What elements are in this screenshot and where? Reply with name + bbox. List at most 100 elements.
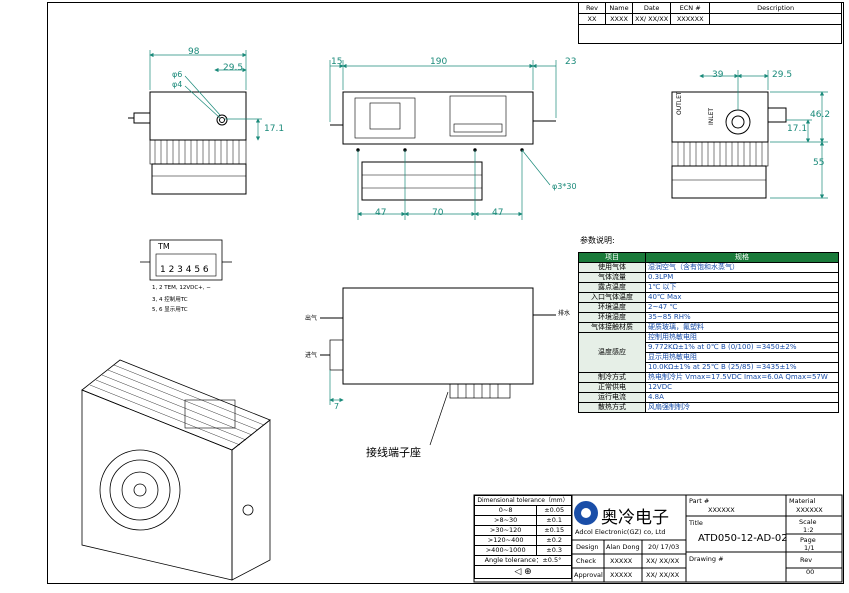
dim-hole-right: 47: [492, 208, 504, 218]
dim-bottom-height: 7: [334, 402, 340, 411]
spec-row-label: 正常供电: [578, 382, 646, 393]
approval-date: XX/ XX/XX: [646, 571, 680, 579]
bottom-view: [320, 287, 556, 446]
spec-row-label: 入口气体温度: [578, 292, 646, 303]
left-view-body: [149, 91, 247, 141]
spec-row-label: 露点温度: [578, 282, 646, 293]
front-view-dimensions: [329, 60, 557, 220]
dim-front-left-ext: 15: [331, 57, 343, 67]
spec-temp-row: 10.0KΩ±1% at 25℃ B (25/85) =3435±1%: [645, 362, 839, 373]
spec-row-label: 环境湿度: [578, 312, 646, 323]
terminal-note-2: 3, 4 控制用TC: [152, 297, 188, 303]
spec-row-label: 使用气体: [578, 262, 646, 273]
isometric-fins: [89, 364, 265, 446]
design-label: Design: [576, 543, 599, 551]
tolerance-value: ±0.3: [536, 545, 572, 556]
spec-row-label: 气体流量: [578, 272, 646, 283]
spec-temp-label: 温度感应: [578, 332, 646, 373]
company-name-cn: 奥冷电子: [601, 508, 669, 528]
dim-front-right-ext: 23: [565, 57, 577, 67]
front-view: [330, 91, 556, 201]
tolerance-value: ±0.2: [536, 535, 572, 546]
dim-left-offset: 29.5: [223, 63, 244, 73]
isometric-view: [81, 359, 271, 581]
approval-label: Approval: [574, 571, 603, 579]
dim-right-h-top: 46.2: [810, 110, 831, 120]
dim-hole-small: φ4: [172, 80, 183, 89]
material-label: Material: [789, 497, 816, 505]
dim-right-a: 39: [712, 70, 724, 80]
spec-header-value: 规格: [645, 252, 839, 263]
check-date: XX/ XX/XX: [646, 557, 680, 565]
spec-row-value: 2~47 ℃: [645, 302, 839, 313]
right-view-dimensions: [699, 70, 828, 199]
terminal-detail: [140, 239, 232, 281]
dim-left-height: 17.1: [264, 124, 285, 134]
spec-row-value: 湿润空气（含有饱和水蒸气）: [645, 262, 839, 273]
right-side-view: [671, 91, 787, 199]
terminal-note-1: 1, 2 TEM, 12VDC+, −: [152, 285, 211, 291]
material-value: XXXXXX: [796, 506, 823, 514]
inlet-label: INLET: [708, 107, 715, 125]
spec-row-value: 35~85 RH%: [645, 312, 839, 323]
angle-tolerance: Angle tolerance：±0.5°: [474, 555, 572, 566]
spec-caption: 参数说明:: [580, 236, 615, 245]
spec-row-label: 运行电流: [578, 392, 646, 403]
tolerance-range: >30~120: [473, 525, 538, 536]
page-label: Page: [800, 536, 816, 544]
left-side-view: [128, 91, 247, 195]
spec-row-value: 硬质玻璃，氟塑料: [645, 322, 839, 333]
rev-label: Rev: [800, 556, 813, 564]
spec-row-value: 风扇强制制冷: [645, 402, 839, 413]
spec-row-value: 热电制冷片 Vmax=17.5VDC Imax=6.0A Qmax=57W: [645, 372, 839, 383]
spec-temp-row: 显示用热敏电阻: [645, 352, 839, 363]
scale-value: 1:2: [803, 526, 814, 534]
spec-row-value: 12VDC: [645, 382, 839, 393]
outlet-label: OUTLET: [676, 91, 683, 115]
spec-row-label: 环境温度: [578, 302, 646, 313]
check-label: Check: [576, 557, 596, 565]
tolerance-value: ±0.1: [536, 515, 572, 526]
drain-cn-label: 排水: [558, 310, 571, 317]
inlet-cn-label: 进气: [305, 352, 318, 359]
title-block-lines: [473, 494, 843, 583]
approval-name: XXXXX: [610, 571, 633, 579]
dim-right-b: 29.5: [772, 70, 793, 80]
page-value: 1/1: [804, 544, 815, 552]
terminal-cn-label: 接线端子座: [366, 446, 421, 459]
projection-symbol: ◁ ⊕: [474, 565, 572, 579]
spec-row-value: 40℃ Max: [645, 292, 839, 303]
terminal-brand: TM: [158, 242, 170, 251]
spec-row-value: 4.8A: [645, 392, 839, 403]
dim-hole-large: φ6: [172, 70, 183, 79]
part-label: Part #: [689, 497, 710, 505]
tolerance-range: >120~400: [473, 535, 538, 546]
tolerance-range: 0~8: [473, 505, 538, 516]
spec-row-label: 散热方式: [578, 402, 646, 413]
title-label: Title: [689, 519, 703, 527]
revision-table: Rev Name Date ECN # Description XX XXXX …: [578, 2, 842, 44]
drawing-frame: [47, 2, 844, 584]
dim-right-h-mid: 17.1: [787, 124, 808, 134]
tolerance-table: Dimensional tolerance（mm） 0~8±0.05 >8~30…: [473, 495, 572, 579]
tolerance-range: >8~30: [473, 515, 538, 526]
company-name-en: Adcol Electronic(GZ) co, Ltd: [575, 528, 666, 536]
spec-row-label: 气体接触材质: [578, 322, 646, 333]
spec-temp-row: 控制用热敏电阻: [645, 332, 839, 343]
tolerance-header: Dimensional tolerance（mm）: [474, 495, 572, 506]
outlet-cn-label: 出气: [305, 315, 318, 322]
terminal-numbers: 1 2 3 4 5 6: [160, 265, 209, 275]
design-date: 20/ 17/03: [648, 543, 680, 551]
spec-row-value: 1℃ 以下: [645, 282, 839, 293]
tolerance-value: ±0.15: [536, 525, 572, 536]
dim-hole-center: 70: [432, 208, 444, 218]
bottom-view-dimensions: [329, 370, 344, 405]
part-value: XXXXXX: [708, 506, 735, 514]
tolerance-range: >400~1000: [473, 545, 538, 556]
dim-left-width: 98: [188, 47, 200, 57]
spec-row-value: 0.3LPM: [645, 272, 839, 283]
spec-row-label: 制冷方式: [578, 372, 646, 383]
dim-hole-spec: φ3*30: [552, 182, 577, 191]
